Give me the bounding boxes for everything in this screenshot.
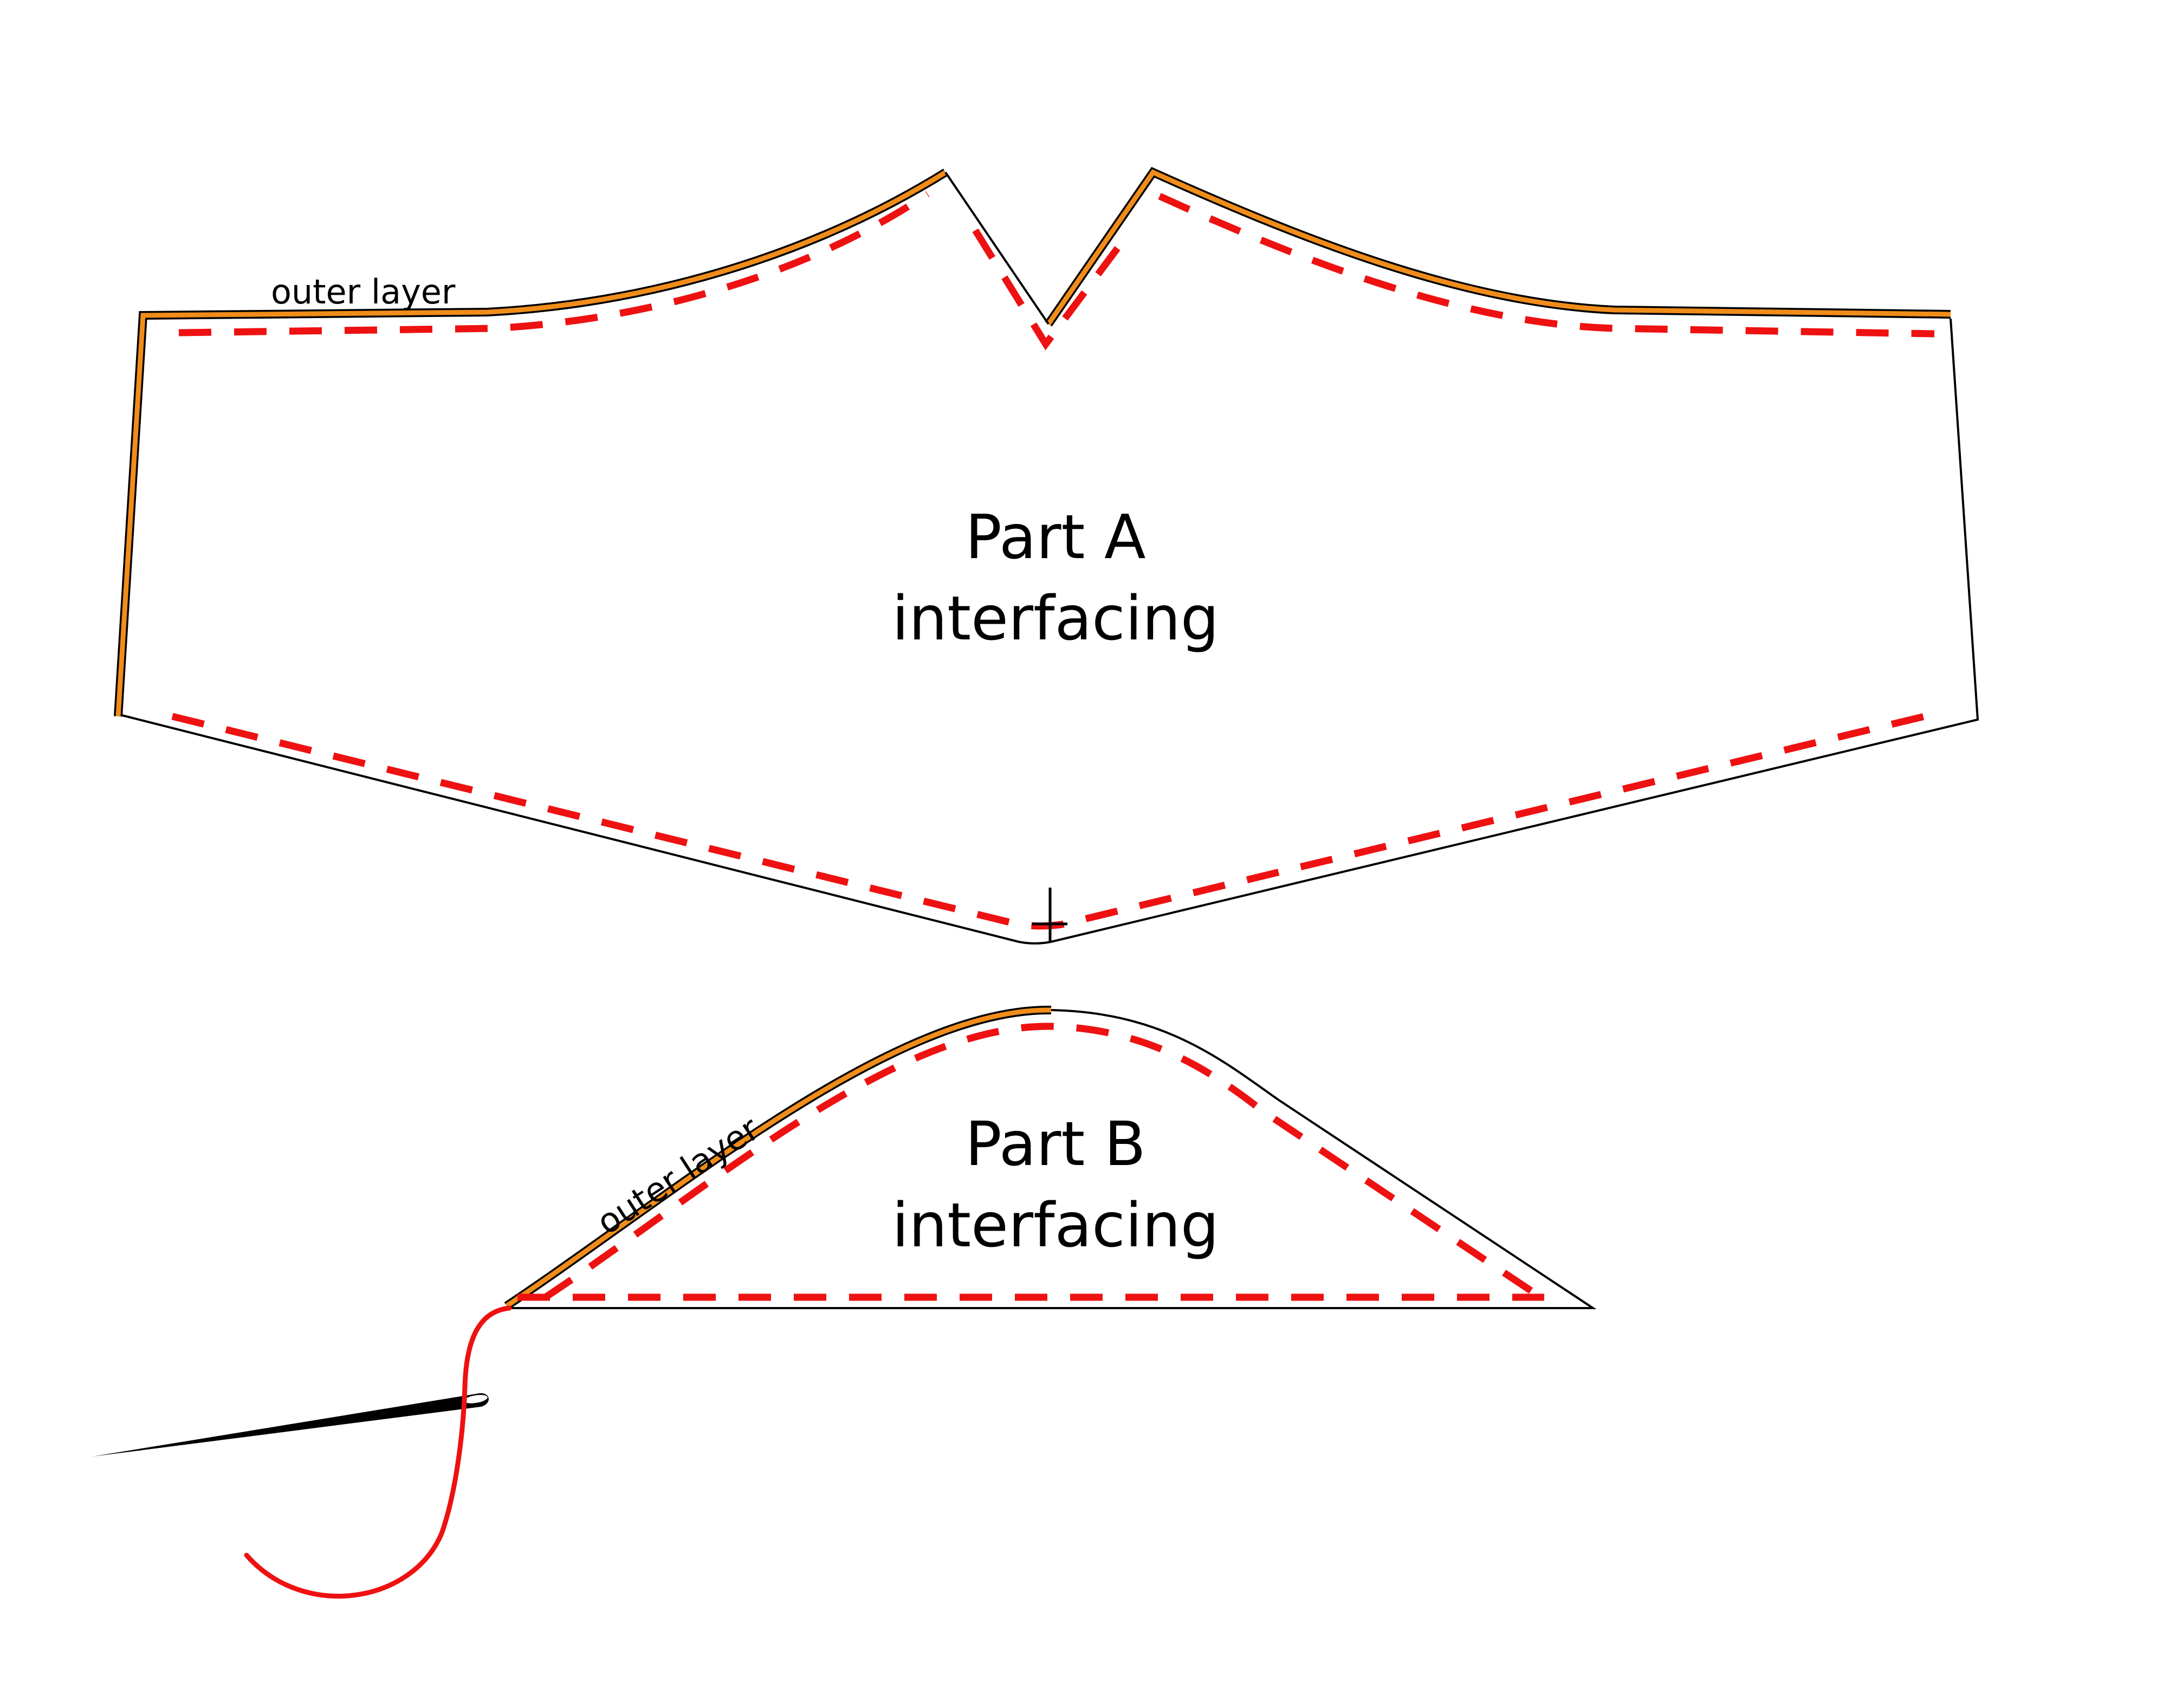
needle-icon — [92, 1393, 489, 1457]
part-b-subtitle: interfacing — [892, 1191, 1219, 1261]
part-a-outer-layer-left — [114, 169, 948, 717]
part-b-piece: outer layer Part B interfacing — [504, 1005, 1597, 1310]
part-b-outer-label: outer layer — [590, 1109, 766, 1243]
part-a-outer-layer-right — [1045, 166, 1951, 327]
part-a-outer-label: outer layer — [271, 272, 456, 312]
part-a-outline — [121, 171, 1979, 944]
part-a-subtitle: interfacing — [892, 584, 1219, 654]
part-b-outer-layer-fill — [505, 1007, 1052, 1308]
part-b-title: Part B — [965, 1109, 1146, 1180]
part-a-title: Part A — [965, 502, 1145, 573]
part-a-stitch-top-right — [1158, 193, 1935, 338]
part-a-outer-layer-left-fill — [115, 170, 947, 717]
part-b-outline — [509, 1009, 1597, 1309]
part-a-stitch-notch — [972, 228, 1133, 351]
part-a-piece: outer layer Part A interfacing — [114, 166, 1979, 944]
thread-icon — [244, 1305, 512, 1599]
part-b-stitch-curve — [542, 1023, 1544, 1301]
part-a-outer-layer-right-fill — [1046, 169, 1951, 326]
